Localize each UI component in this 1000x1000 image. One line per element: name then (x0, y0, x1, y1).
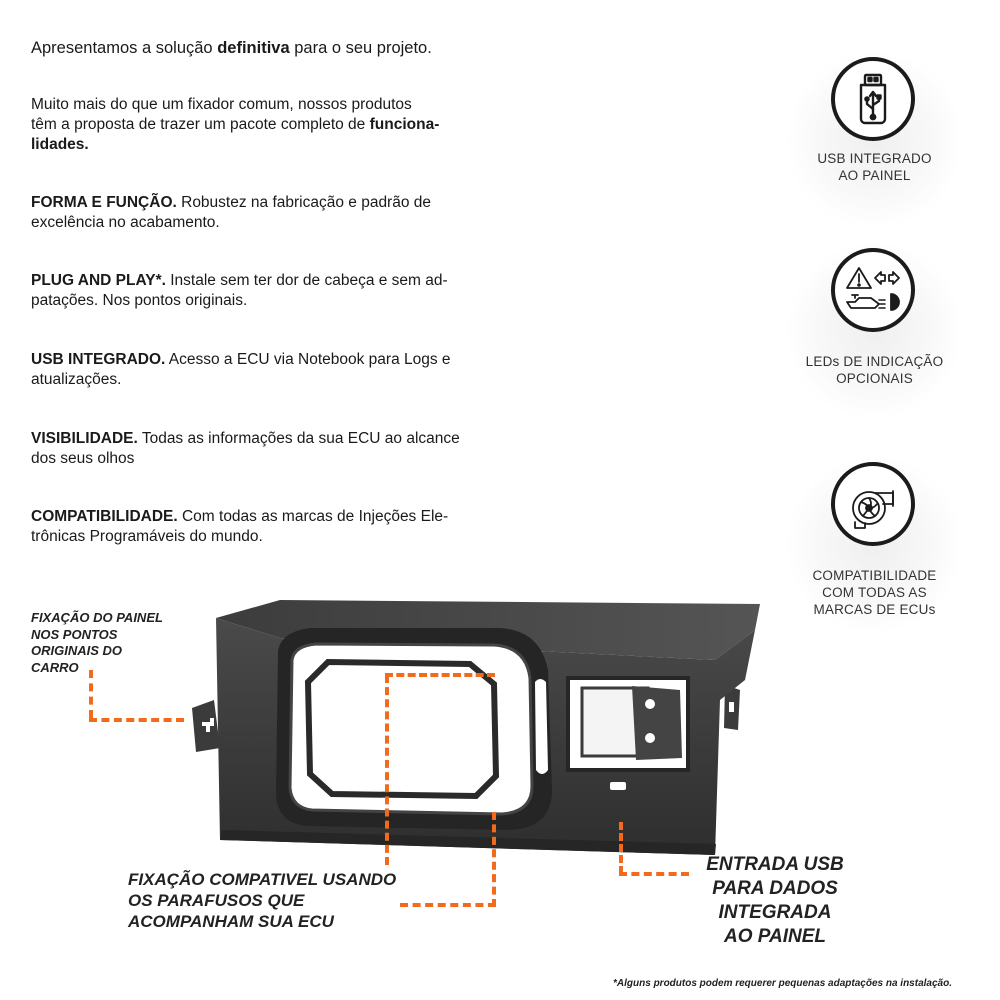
callout-mount: FIXAÇÃO DO PAINEL NOS PONTOS ORIGINAIS D… (31, 610, 163, 676)
turbo-icon (831, 462, 915, 546)
callout-line: PARA DADOS (712, 878, 838, 899)
callout-line: CARRO (31, 659, 79, 675)
feature-title: PLUG AND PLAY*. (31, 272, 166, 289)
leader-screws-left (385, 675, 389, 865)
feature-line-1: Instale sem ter dor de cabeça e sem ad- (165, 272, 448, 289)
callout-usb: ENTRADA USB PARA DADOS INTEGRADA AO PAIN… (690, 853, 860, 949)
badge-label-line: AO PAINEL (838, 168, 911, 183)
headline-post: para o seu projeto. (289, 39, 432, 57)
feature-text-plug: PLUG AND PLAY*. Instale sem ter dor de c… (31, 271, 536, 311)
badge-label: COMPATIBILIDADE COM TODAS AS MARCAS DE E… (787, 567, 962, 618)
usb-drive-icon (831, 57, 915, 141)
feature-line-1: Acesso a ECU via Notebook para Logs e (165, 351, 451, 368)
feature-line-2: trônicas Programáveis do mundo. (31, 528, 263, 545)
feature-line-2: excelência no acabamento. (31, 214, 220, 231)
badge-leds: LEDs DE INDICAÇÃO OPCIONAIS (787, 243, 962, 418)
badge-label-line: COM TODAS AS (822, 585, 927, 600)
intro-line-2: têm a proposta de trazer um pacote compl… (31, 116, 370, 133)
callout-line: FIXAÇÃO DO PAINEL (31, 610, 163, 625)
badge-label-line: COMPATIBILIDADE (812, 568, 937, 583)
feature-text-form: FORMA E FUNÇÃO. Robustez na fabricação e… (31, 193, 536, 233)
leader-screws-top (385, 673, 495, 677)
badge-compat: COMPATIBILIDADE COM TODAS AS MARCAS DE E… (787, 457, 962, 632)
headline-bold: definitiva (217, 39, 290, 57)
feature-title: FORMA E FUNÇÃO. (31, 194, 177, 211)
callout-line: ACOMPANHAM SUA ECU (128, 912, 334, 931)
callout-line: INTEGRADA (718, 902, 832, 923)
feature-line-1: Com todas as marcas de Injeções Ele- (177, 508, 449, 525)
intro-line-1: Muito mais do que um fixador comum, noss… (31, 96, 412, 113)
feature-line-2: patações. Nos pontos originais. (31, 292, 248, 309)
feature-text-visibility: VISIBILIDADE. Todas as informações da su… (31, 429, 536, 469)
warning-lights-icon (831, 248, 915, 332)
badge-label-line: USB INTEGRADO (817, 151, 932, 166)
intro-bold-2: lidades. (31, 136, 89, 153)
callout-line: ORIGINAIS DO (31, 643, 123, 658)
footnote: *Alguns produtos podem requerer pequenas… (613, 978, 952, 989)
feature-text-compat: COMPATIBILIDADE. Com todas as marcas de … (31, 507, 536, 547)
leader-screws-bottom (400, 903, 496, 907)
intro-paragraph: Muito mais do que um fixador comum, noss… (31, 95, 536, 155)
feature-line-1: Robustez na fabricação e padrão de (176, 194, 432, 211)
feature-line-2: dos seus olhos (31, 450, 135, 467)
dash-panel-image (192, 600, 760, 855)
callout-line: OS PARAFUSOS QUE (128, 891, 305, 910)
intro-bold: funciona- (369, 116, 440, 133)
callout-screws: FIXAÇÃO COMPATIVEL USANDO OS PARAFUSOS Q… (128, 869, 396, 932)
badge-label-line: OPCIONAIS (836, 371, 913, 386)
feature-line-2: atualizações. (31, 371, 122, 388)
badge-usb: USB INTEGRADO AO PAINEL (787, 52, 962, 227)
badge-label: LEDs DE INDICAÇÃO OPCIONAIS (787, 353, 962, 387)
leader-screws-right (492, 812, 496, 907)
badge-label-line: LEDs DE INDICAÇÃO (805, 354, 944, 369)
feature-text-usb: USB INTEGRADO. Acesso a ECU via Notebook… (31, 350, 536, 390)
feature-title: USB INTEGRADO. (31, 351, 166, 368)
leader-usb-vertical (619, 822, 623, 874)
leader-mount-horizontal (89, 718, 184, 722)
leader-mount-vertical (89, 670, 93, 718)
callout-line: AO PAINEL (723, 926, 827, 947)
badge-label: USB INTEGRADO AO PAINEL (787, 150, 962, 184)
callout-line: NOS PONTOS (31, 626, 118, 642)
feature-title: COMPATIBILIDADE. (31, 508, 178, 525)
headline: Apresentamos a solução definitiva para o… (31, 38, 536, 58)
feature-title: VISIBILIDADE. (31, 430, 138, 447)
headline-pre: Apresentamos a solução (31, 39, 218, 57)
leader-usb-horizontal (619, 872, 689, 876)
callout-line: FIXAÇÃO COMPATIVEL USANDO (128, 870, 397, 889)
callout-line: ENTRADA USB (706, 854, 844, 875)
feature-line-1: Todas as informações da sua ECU ao alcan… (137, 430, 460, 447)
badge-label-line: MARCAS DE ECUs (813, 602, 936, 617)
